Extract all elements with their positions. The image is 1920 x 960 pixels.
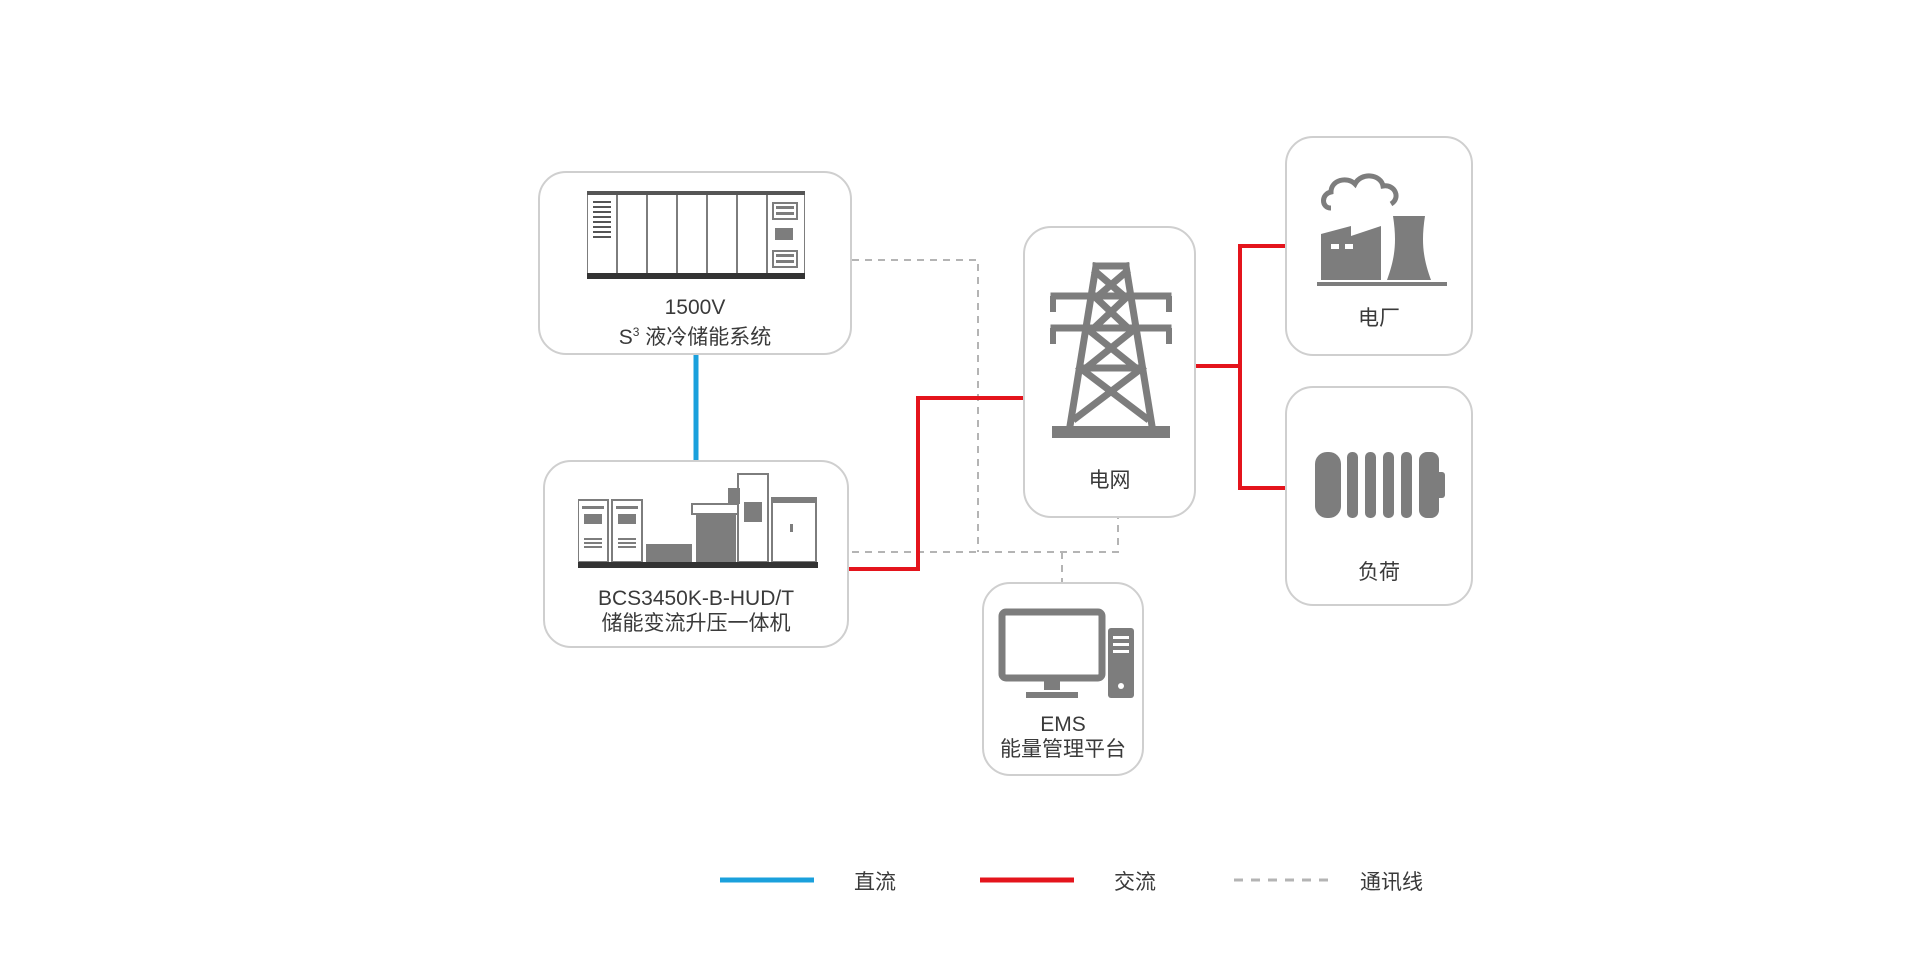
load-label: 负荷 xyxy=(1358,561,1400,584)
ac-line-grid-plant xyxy=(1196,244,1285,368)
comm-line-pcs xyxy=(852,518,1119,553)
ac-line-grid-load xyxy=(1238,366,1285,490)
storage-system-voltage: 1500V xyxy=(664,296,726,319)
factory-icon xyxy=(1317,173,1447,286)
storage-system-node: 1500V S3 液冷储能系统 xyxy=(538,171,852,355)
transmission-tower-icon xyxy=(1050,261,1172,438)
pcs-skid-icon xyxy=(578,473,818,568)
pcs-model: BCS3450K-B-HUD/T xyxy=(597,587,795,610)
power-plant-label: 电厂 xyxy=(1358,307,1400,330)
ems-node: EMS 能量管理平台 xyxy=(982,582,1144,776)
legend-label-dc: 直流 xyxy=(854,871,896,894)
storage-cabinet-icon xyxy=(587,191,805,279)
power-plant-node: 电厂 xyxy=(1285,136,1473,356)
load-node: 负荷 xyxy=(1285,386,1473,606)
computer-icon xyxy=(998,608,1134,698)
ems-name: 能量管理平台 xyxy=(1000,738,1126,761)
ac-line-pcs-grid xyxy=(849,396,1023,571)
comm-line-storage xyxy=(852,259,979,552)
legend-label-comm: 通讯线 xyxy=(1360,871,1423,894)
legend-label-ac: 交流 xyxy=(1114,871,1156,894)
storage-system-name: S3 液冷储能系统 xyxy=(618,325,772,349)
pcs-node: BCS3450K-B-HUD/T 储能变流升压一体机 xyxy=(543,460,849,648)
ems-abbrev: EMS xyxy=(1040,713,1086,736)
grid-node: 电网 xyxy=(1023,226,1196,518)
load-icon xyxy=(1315,452,1445,518)
pcs-name: 储能变流升压一体机 xyxy=(601,612,791,635)
grid-label: 电网 xyxy=(1088,469,1131,492)
